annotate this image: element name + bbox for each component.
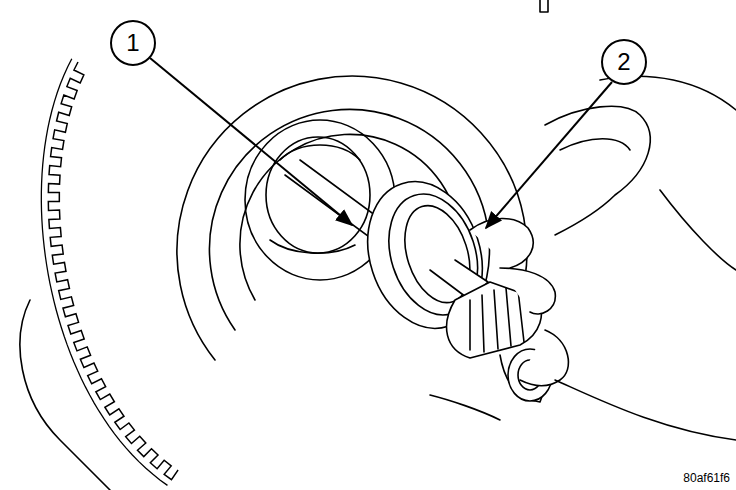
hub-bore <box>266 137 370 253</box>
hub-bore <box>270 240 355 253</box>
finger <box>470 218 533 268</box>
hand <box>545 106 650 235</box>
figure-code: 80af61f6 <box>683 472 730 484</box>
ring-gear-teeth <box>48 62 178 480</box>
finger <box>500 268 555 314</box>
ring-fragment <box>540 0 548 12</box>
shaft-spline <box>470 288 524 352</box>
finger <box>430 395 500 420</box>
callout-circle <box>602 40 646 84</box>
housing-outline <box>20 300 110 490</box>
callout-circle <box>111 21 155 65</box>
finger <box>520 330 568 386</box>
leader-arrow <box>150 58 352 225</box>
ring-gear <box>41 59 167 486</box>
hand <box>555 380 736 440</box>
callout-number: 2 <box>617 50 630 74</box>
callout-number: 1 <box>126 31 139 55</box>
hand <box>560 139 630 150</box>
leader-arrow <box>486 82 612 228</box>
hand <box>660 190 736 270</box>
hub-bore <box>280 145 360 160</box>
